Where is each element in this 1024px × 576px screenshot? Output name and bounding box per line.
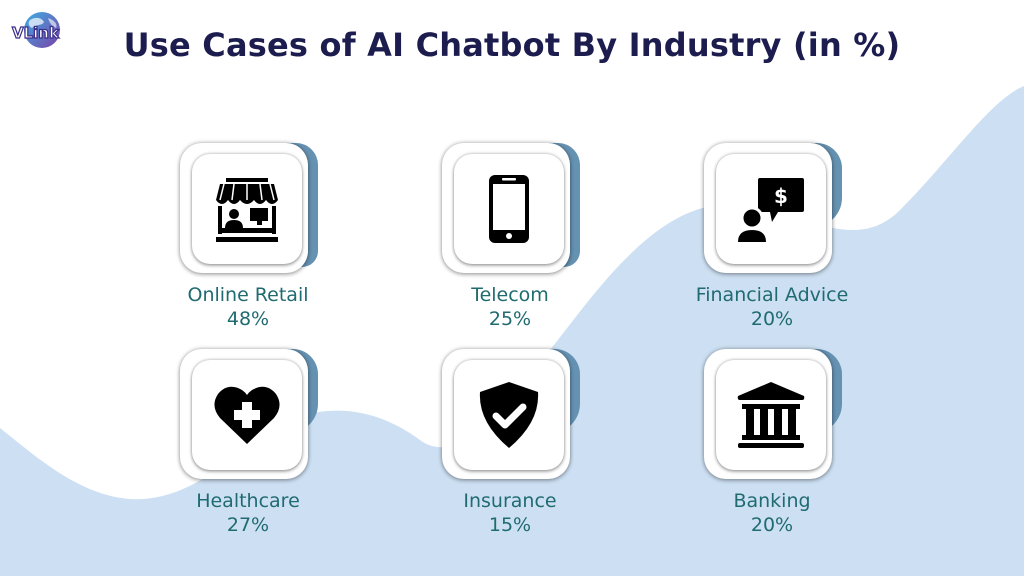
industry-percent: 25% xyxy=(488,308,532,330)
industry-item-healthcare: Healthcare 27% xyxy=(148,349,348,537)
bank-building-icon xyxy=(737,382,805,448)
industry-label: Online Retail xyxy=(187,284,309,306)
storefront-icon xyxy=(216,178,278,242)
industry-label: Healthcare xyxy=(196,490,300,512)
industry-percent: 20% xyxy=(750,308,794,330)
industry-item-banking: Banking 20% xyxy=(672,349,872,537)
industry-item-financial-advice: $ Financial Advice 20% xyxy=(672,143,872,331)
globe-logo-icon: VLink xyxy=(11,12,61,48)
icon-card xyxy=(442,143,570,273)
industry-item-insurance: Insurance 15% xyxy=(410,349,610,537)
heart-plus-icon xyxy=(214,386,280,444)
industry-percent: 27% xyxy=(226,514,270,536)
industry-percent: 15% xyxy=(488,514,532,536)
smartphone-icon xyxy=(489,175,529,243)
industry-label: Telecom xyxy=(471,284,549,306)
icon-card xyxy=(180,349,308,479)
industry-label: Insurance xyxy=(463,490,557,512)
industry-percent: 20% xyxy=(750,514,794,536)
industry-item-online-retail: Online Retail 48% xyxy=(148,143,348,331)
industry-label: Banking xyxy=(733,490,811,512)
page-title: Use Cases of AI Chatbot By Industry (in … xyxy=(123,26,901,64)
icon-card xyxy=(180,143,308,273)
financial-advisor-icon: $ xyxy=(738,178,804,242)
industry-percent: 48% xyxy=(226,308,270,330)
vlink-logo: VLink xyxy=(8,8,78,54)
svg-text:VLink: VLink xyxy=(12,24,60,42)
shield-check-icon xyxy=(479,382,539,448)
icon-card xyxy=(704,349,832,479)
industry-label: Financial Advice xyxy=(695,284,849,306)
icon-card: $ xyxy=(704,143,832,273)
svg-text:$: $ xyxy=(774,184,788,208)
icon-card xyxy=(442,349,570,479)
industry-item-telecom: Telecom 25% xyxy=(410,143,610,331)
